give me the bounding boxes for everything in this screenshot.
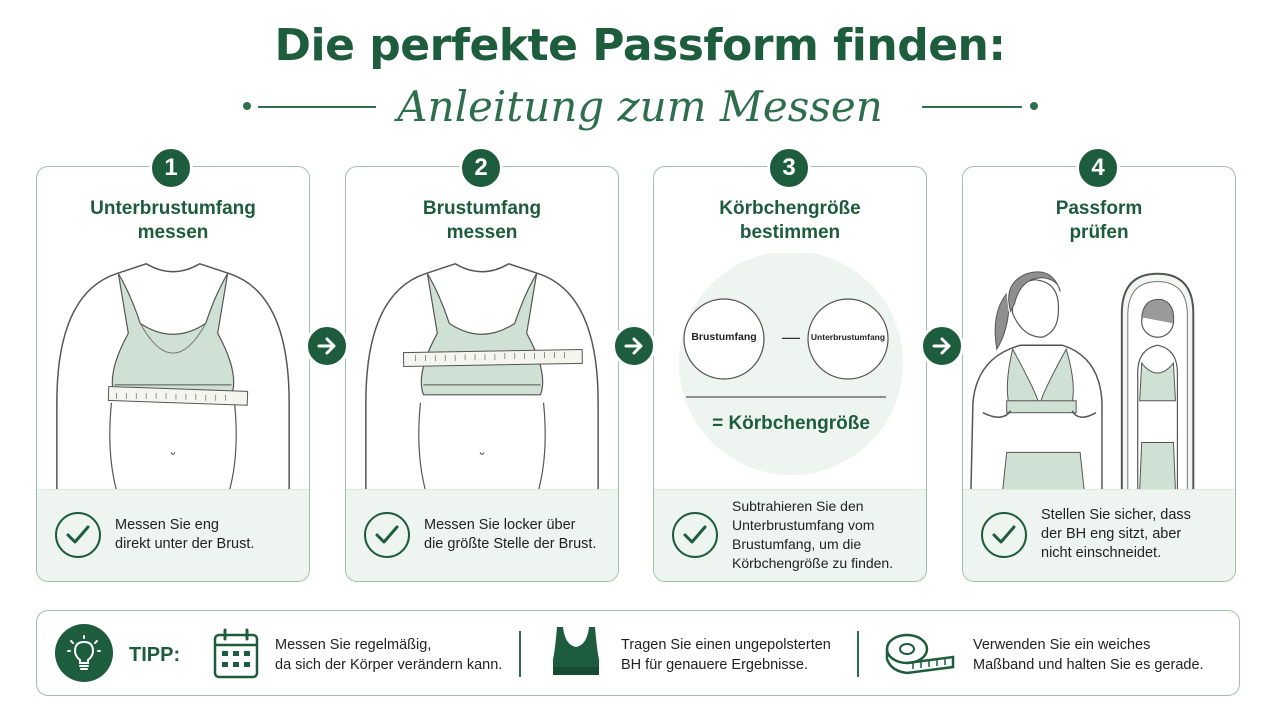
- check-circle-icon: [672, 512, 718, 558]
- formula-result: = Körbchengröße: [712, 413, 870, 434]
- step-card-bust: Brustumfang messen Messen Sie locker übe…: [345, 166, 619, 582]
- bra-icon: [553, 627, 599, 675]
- arrow-right-icon: [305, 324, 349, 368]
- measuring-tape-icon: [885, 633, 955, 675]
- arrow-right-icon: [920, 324, 964, 368]
- subtitle-row: Anleitung zum Messen: [0, 82, 1280, 132]
- step-number-badge: 1: [149, 146, 193, 190]
- step-card-cup-size: Körbchengröße bestimmen Brustumfang — Un…: [653, 166, 927, 582]
- cup-size-formula: Brustumfang — Unterbrustumfang = Körbche…: [654, 253, 926, 491]
- step-title: Unterbrustumfang messen: [90, 198, 256, 243]
- step-description: Messen Sie eng direkt unter der Brust.: [37, 489, 309, 581]
- check-circle-icon: [981, 512, 1027, 558]
- check-circle-icon: [364, 512, 410, 558]
- step-card-underbust: Unterbrustumfang messen Messen Sie eng d…: [36, 166, 310, 582]
- step-description: Subtrahieren Sie den Unterbrustumfang vo…: [654, 489, 926, 581]
- step-title: Passform prüfen: [1055, 198, 1143, 243]
- formula-bust: Brustumfang: [691, 331, 757, 343]
- divider: [857, 631, 859, 677]
- step-title: Körbchengröße bestimmen: [719, 198, 861, 243]
- tip-bar: TIPP: Messen Sie regelmäßig, da sich der…: [36, 610, 1240, 696]
- tip-text: Verwenden Sie ein weiches Maßband und ha…: [973, 637, 1204, 673]
- step-title: Brustumfang messen: [422, 198, 542, 243]
- step-number-badge: 3: [767, 146, 811, 190]
- tip-text: Messen Sie regelmäßig, da sich der Körpe…: [275, 637, 503, 673]
- page-subtitle: Anleitung zum Messen: [397, 82, 883, 131]
- step-description: Messen Sie locker über die größte Stelle…: [346, 489, 618, 581]
- decor-line: [922, 106, 1022, 108]
- decor-dot: [1030, 102, 1038, 110]
- arrow-right-icon: [612, 324, 656, 368]
- step-number-badge: 4: [1076, 146, 1120, 190]
- decor-line: [258, 106, 376, 108]
- lightbulb-icon: [55, 624, 113, 682]
- step-description: Stellen Sie sicher, dass der BH eng sitz…: [963, 489, 1235, 581]
- tip-text: Tragen Sie einen ungepolsterten BH für g…: [621, 637, 831, 673]
- decor-dot: [243, 102, 251, 110]
- step-card-fit-check: Passform prüfen Stellen Sie sicher, dass…: [962, 166, 1236, 582]
- torso-bust-illustration: [365, 262, 599, 491]
- step-number-badge: 2: [459, 146, 503, 190]
- page-title: Die perfekte Passform finden:: [274, 20, 1006, 71]
- check-circle-icon: [55, 512, 101, 558]
- formula-minus: —: [782, 327, 800, 347]
- formula-underbust: Unterbrustumfang: [810, 332, 886, 342]
- torso-underbust-illustration: [56, 262, 290, 491]
- calendar-icon: [213, 628, 259, 679]
- tip-label: TIPP:: [129, 644, 181, 666]
- mirror-fit-illustration: [970, 271, 1195, 491]
- divider: [519, 631, 521, 677]
